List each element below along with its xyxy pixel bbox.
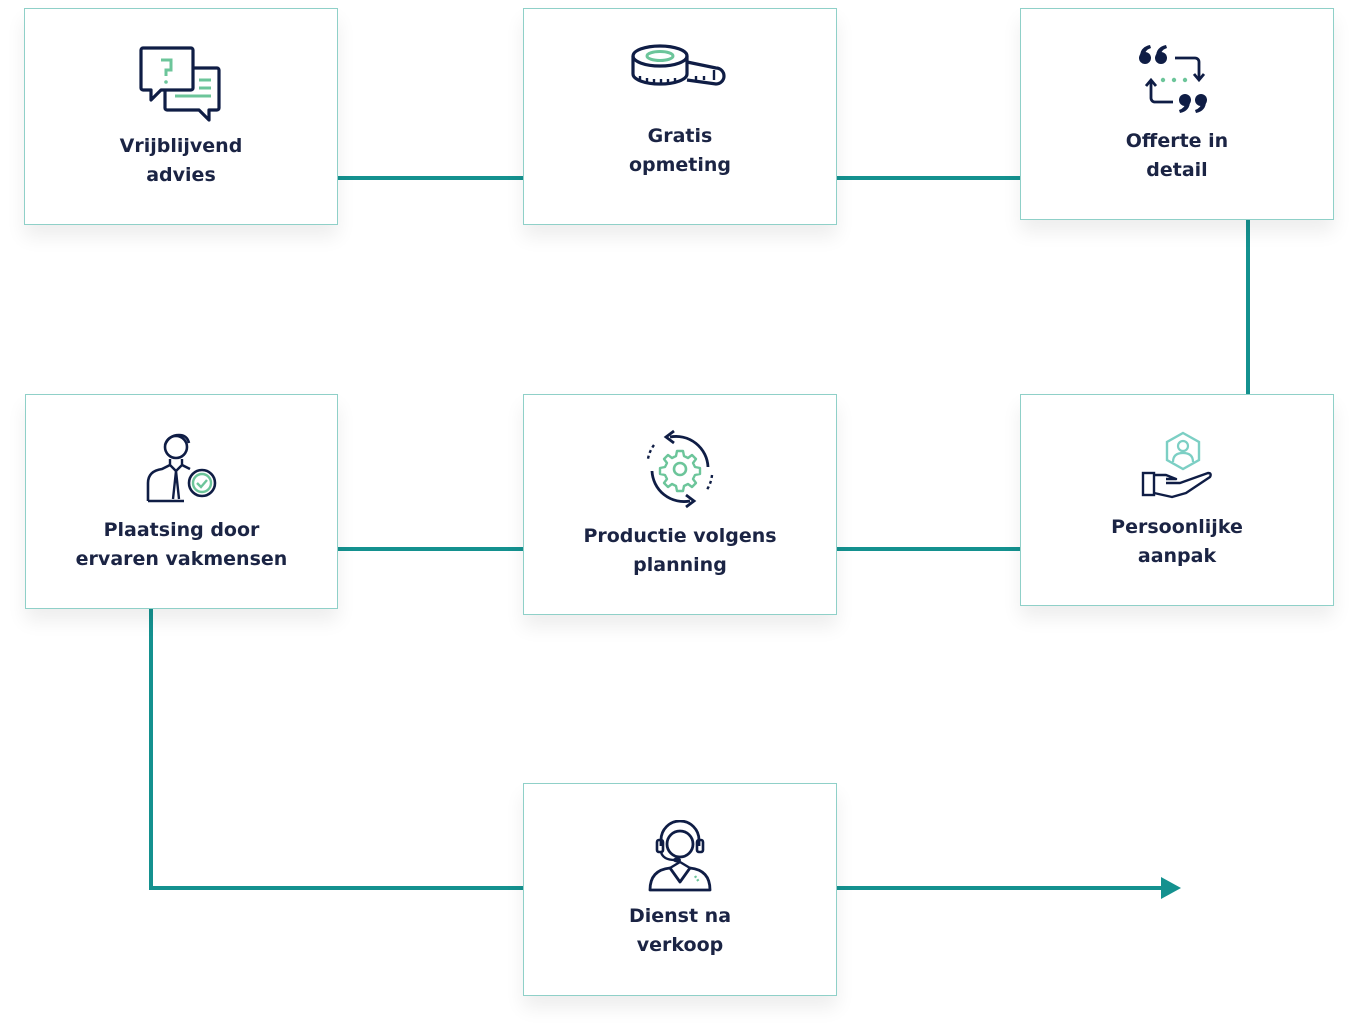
- step-box-dienst-na-verkoop: Dienst na verkoop: [523, 783, 837, 996]
- step-label: Offerte in detail: [1021, 127, 1333, 185]
- step-label-line: planning: [633, 554, 727, 576]
- chat-question-icon: [139, 46, 221, 122]
- step-box-vrijblijvend-advies: Vrijblijvend advies: [24, 8, 338, 225]
- step-label-line: aanpak: [1137, 545, 1217, 567]
- step-label-line: Gratis: [647, 125, 713, 147]
- hand-person-icon: [1141, 431, 1212, 499]
- connector-7-end: [836, 886, 1162, 890]
- connector-1-2: [337, 176, 523, 180]
- step-label: Persoonlijke aanpak: [1021, 513, 1333, 571]
- step-label: Dienst na verkoop: [524, 902, 836, 960]
- quote-exchange-icon: [1139, 45, 1207, 113]
- connector-6-7-vertical: [149, 608, 153, 890]
- step-label-line: verkoop: [636, 934, 724, 956]
- step-label-line: Plaatsing door: [103, 519, 260, 541]
- step-label: Productie volgens planning: [524, 522, 836, 580]
- step-label-line: Dienst na: [628, 905, 732, 927]
- measuring-tape-icon: [631, 44, 726, 86]
- connector-3-4: [1246, 219, 1250, 394]
- step-label-line: Vrijblijvend: [119, 135, 243, 157]
- step-box-productie-volgens-planning: Productie volgens planning: [523, 394, 837, 615]
- step-label-line: advies: [146, 164, 216, 186]
- gear-cycle-icon: [646, 429, 714, 509]
- step-label: Gratis opmeting: [524, 122, 836, 180]
- connector-6-7-horizontal: [149, 886, 523, 890]
- connector-4-5: [836, 547, 1020, 551]
- step-label-line: opmeting: [628, 154, 732, 176]
- step-label-line: Productie volgens: [583, 525, 777, 547]
- step-box-gratis-opmeting: Gratis opmeting: [523, 8, 837, 225]
- step-box-offerte-in-detail: Offerte in detail: [1020, 8, 1334, 220]
- connector-5-6: [337, 547, 523, 551]
- connector-2-3: [836, 176, 1020, 180]
- step-label: Vrijblijvend advies: [25, 132, 337, 190]
- step-label-line: ervaren vakmensen: [75, 548, 288, 570]
- step-label-line: Offerte in: [1125, 130, 1229, 152]
- step-label-line: detail: [1146, 159, 1208, 181]
- end-arrowhead: [1161, 877, 1181, 899]
- headset-support-icon: [648, 820, 712, 892]
- step-label: Plaatsing door ervaren vakmensen: [26, 516, 337, 574]
- step-label-line: Persoonlijke: [1111, 516, 1243, 538]
- step-box-persoonlijke-aanpak: Persoonlijke aanpak: [1020, 394, 1334, 606]
- verified-worker-icon: [146, 433, 216, 503]
- step-box-plaatsing-door-ervaren-vakmensen: Plaatsing door ervaren vakmensen: [25, 394, 338, 609]
